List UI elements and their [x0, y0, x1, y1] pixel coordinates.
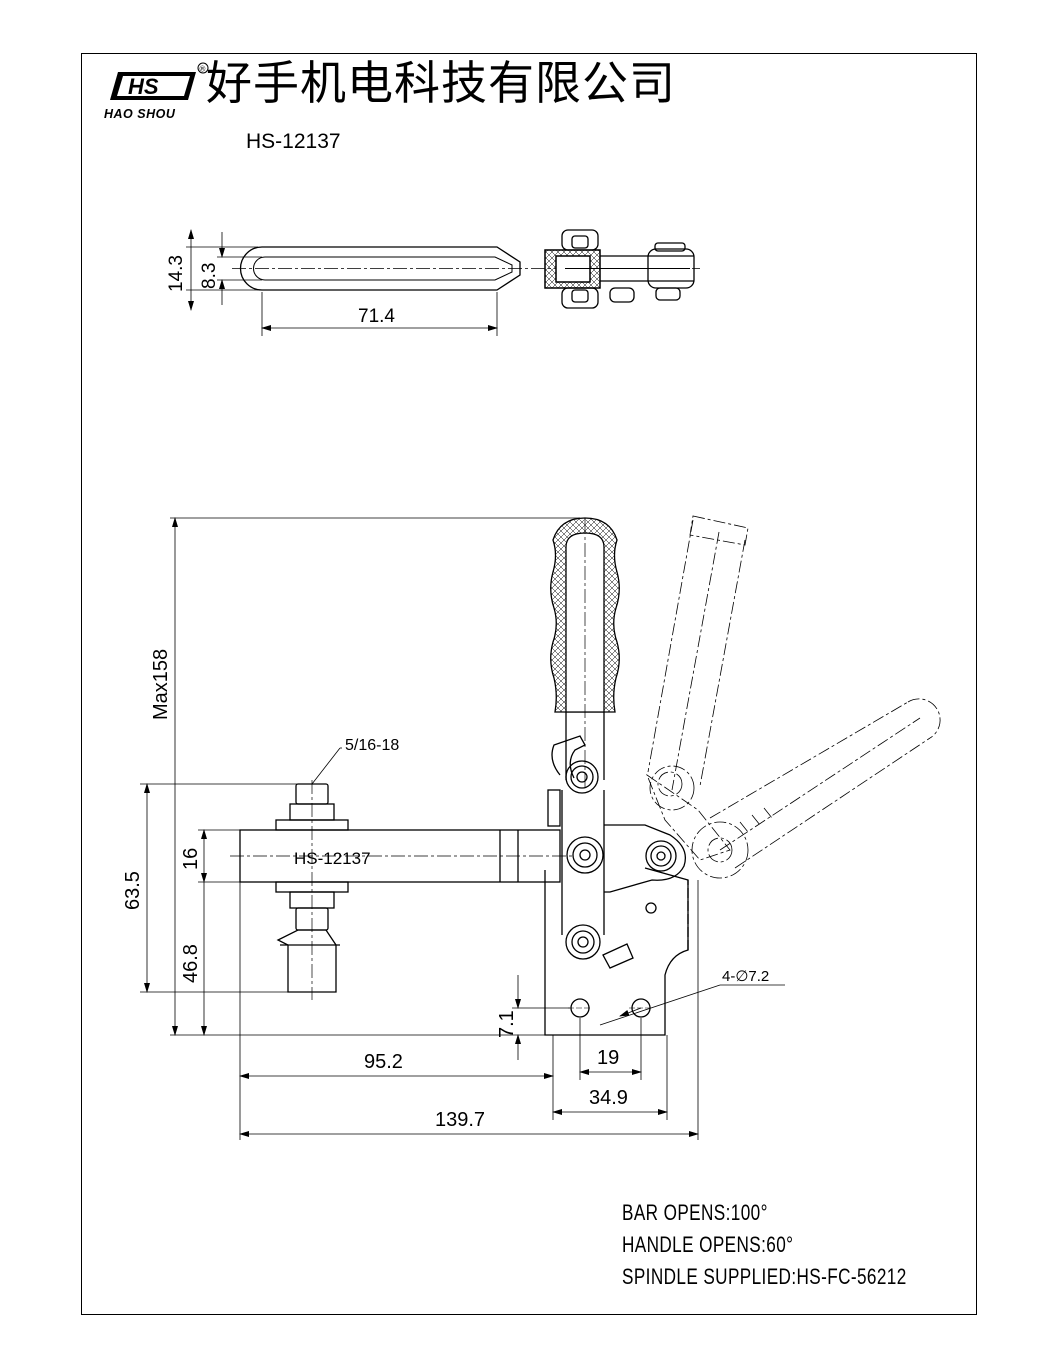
top-view	[232, 229, 700, 309]
model-number: HS-12137	[246, 130, 341, 153]
company-name: 好手机电科技有限公司	[206, 56, 676, 110]
bar-model-label: HS-12137	[294, 849, 371, 868]
dim-16: 16	[180, 848, 202, 870]
dim-95-2: 95.2	[364, 1051, 403, 1073]
spec-bar-opens: BAR OPENS:100°	[622, 1200, 768, 1225]
registered-mark: ®	[200, 65, 206, 74]
side-view-dimensions	[140, 517, 785, 1140]
thread-label: 5/16-18	[345, 737, 399, 754]
dim-34-9: 34.9	[589, 1087, 628, 1109]
spindle-assembly	[275, 780, 349, 1000]
clamp-body	[544, 735, 689, 1036]
spec-spindle: SPINDLE SUPPLIED:HS-FC-56212	[622, 1264, 907, 1289]
handle-grip	[550, 517, 620, 790]
dim-19: 19	[597, 1047, 619, 1069]
drawing-frame	[81, 53, 977, 1315]
phantom-open-positions	[646, 515, 941, 879]
dim-139-7: 139.7	[435, 1109, 485, 1131]
brand-logo: HS ®	[110, 62, 209, 100]
hole-label: 4-∅7.2	[722, 968, 769, 985]
brand-sub-text: HAO SHOU	[104, 107, 176, 121]
logo-text: HS	[128, 74, 159, 99]
clamp-bar	[230, 829, 575, 883]
dim-max-height: Max158	[150, 649, 172, 720]
dim-overall-width: 14.3	[166, 255, 187, 292]
dim-63-5: 63.5	[122, 871, 144, 910]
dim-slot-width: 8.3	[199, 263, 220, 289]
dim-7-1: 7.1	[496, 1010, 518, 1038]
dim-46-8: 46.8	[180, 944, 202, 983]
top-view-dimensions	[186, 229, 498, 336]
spec-handle-opens: HANDLE OPENS:60°	[622, 1232, 794, 1257]
dim-handle-length: 71.4	[358, 306, 395, 327]
